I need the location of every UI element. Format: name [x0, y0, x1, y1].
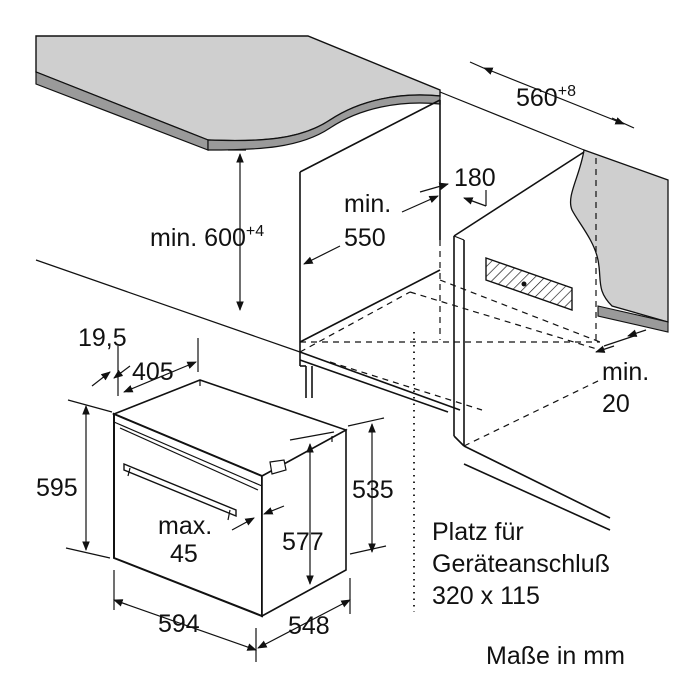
label-594: 594	[158, 610, 200, 638]
label-min20-2: 20	[602, 390, 630, 418]
label-548: 548	[288, 612, 330, 640]
label-560: 560+8	[516, 83, 576, 112]
niche-cabinet	[299, 99, 461, 413]
label-19-5: 19,5	[78, 324, 127, 352]
label-min20-1: min.	[602, 358, 649, 386]
label-min550-1: min.	[344, 190, 391, 218]
side-panel	[453, 151, 611, 531]
worktop-left	[35, 35, 441, 151]
label-min550-2: 550	[344, 224, 386, 252]
label-min600: min. 600+4	[150, 223, 264, 252]
worktop-right	[569, 149, 669, 333]
dim-lines	[65, 61, 647, 662]
oven	[111, 379, 348, 618]
label-405: 405	[132, 358, 174, 386]
units-note: Maße in mm	[486, 642, 625, 670]
label-577: 577	[282, 528, 324, 556]
hidden-lines	[299, 158, 601, 447]
note-line1: Platz für	[432, 518, 524, 546]
floor-line	[35, 259, 301, 353]
label-595: 595	[36, 474, 78, 502]
label-max45-1: max.	[158, 512, 212, 540]
connection-area	[485, 257, 573, 311]
note-line2: Geräteanschluß	[432, 550, 610, 578]
note-line3: 320 x 115	[432, 582, 540, 610]
label-180: 180	[454, 164, 496, 192]
label-535: 535	[352, 476, 394, 504]
label-max45-2: 45	[170, 540, 198, 568]
